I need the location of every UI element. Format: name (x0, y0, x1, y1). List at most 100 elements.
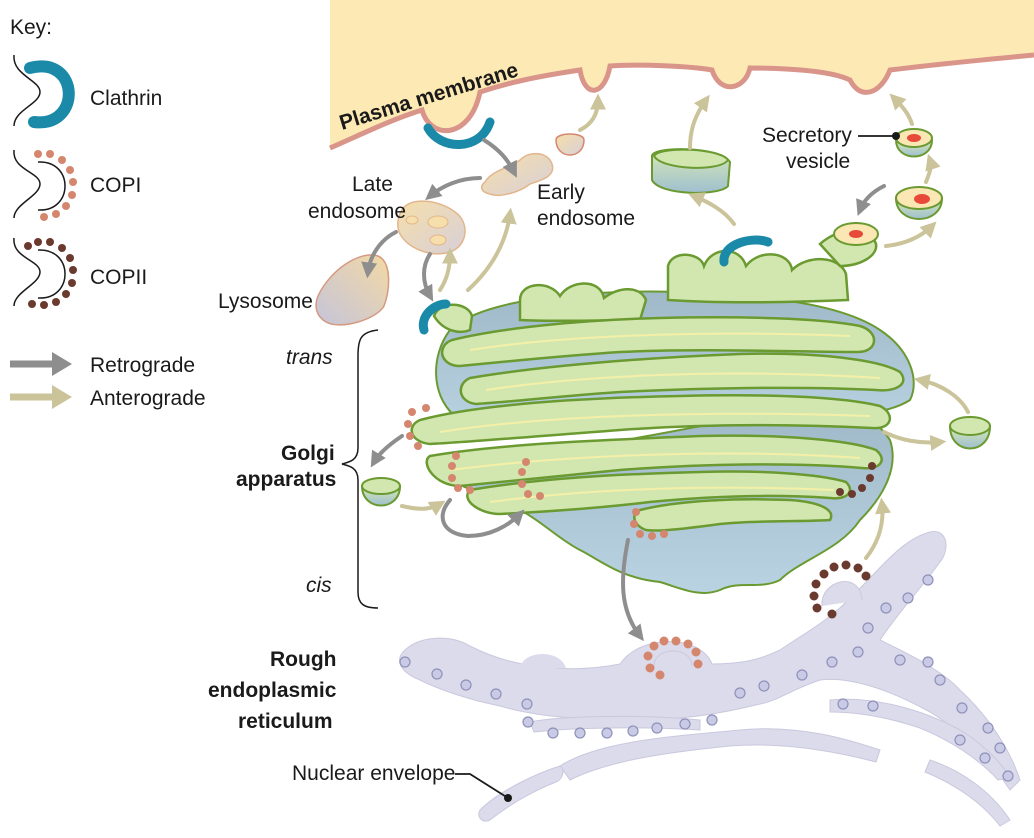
rer-label-line2: endoplasmic (208, 679, 337, 702)
er-lower-cisterna (559, 728, 881, 781)
anterograde-arrow (889, 93, 914, 126)
key-title: Key: (10, 16, 52, 39)
golgi-cisternae (410, 316, 905, 532)
anterograde-arrow (913, 374, 970, 414)
late-endosome-label-line1: Late (352, 173, 393, 196)
er-bulge (520, 653, 566, 670)
key-copii: COPII (13, 237, 147, 309)
golgi-copi-coats (404, 404, 668, 540)
rer-label-line1: Rough (270, 648, 336, 671)
secretory-granule-budding (833, 222, 879, 246)
retrograde-arrow (370, 434, 404, 468)
copi-bud-membrane (653, 650, 693, 667)
rer-label-line3: reticulum (238, 710, 333, 733)
anterograde-arrow (688, 192, 736, 226)
copi-coat-dots (643, 636, 703, 680)
key-copi-coat (34, 150, 77, 221)
copii-coat-dots (809, 560, 871, 619)
key-copi-membrane (13, 149, 41, 219)
copi-fusing-er (643, 636, 703, 680)
vesicle-left (360, 477, 402, 507)
key-copii-membrane (13, 237, 41, 307)
retrograde-arrow (856, 184, 886, 216)
lysosome-label: Lysosome (218, 290, 313, 313)
retrograde-arrow (482, 138, 517, 178)
cargo (914, 194, 930, 204)
anterograde-arrow (466, 207, 517, 292)
late-endosome-internal-vesicle (429, 234, 447, 246)
copii-bud-er (809, 560, 871, 619)
clathrin-coat-golgi-top (719, 235, 773, 267)
key-anterograde-head (52, 385, 72, 409)
nuclear-envelope-shape (478, 765, 564, 822)
golgi-brace (341, 329, 379, 609)
cargo (907, 134, 921, 142)
key-anterograde: Anterograde (10, 385, 206, 410)
anterograde-arrow (688, 94, 710, 150)
late-endosome-label-line2: endosome (308, 200, 406, 223)
late-endosome (397, 200, 466, 255)
key-retrograde-label: Retrograde (90, 354, 195, 377)
late-endosome-internal-vesicle (405, 215, 419, 225)
key-legend: Key: Clathrin COPI CO (10, 16, 206, 410)
retrograde-arrow (418, 252, 434, 302)
secretory-vesicle-label-line2: vesicle (786, 150, 850, 173)
key-clathrin-membrane (13, 54, 41, 127)
endocytic-vesicle (555, 133, 585, 156)
trans-label: trans (286, 346, 333, 369)
transport-arrows (361, 93, 970, 642)
nuclear-envelope-label: Nuclear envelope (292, 762, 455, 785)
anterograde-arrow (400, 500, 446, 516)
key-anterograde-label: Anterograde (90, 387, 206, 410)
anterograde-arrow (578, 93, 606, 132)
cisterna-medial-1 (410, 394, 892, 446)
clathrin-coat-pit (423, 117, 495, 149)
anterograde-arrow (864, 497, 892, 560)
clathrin-coat-golgi-left (418, 299, 451, 335)
secretory-vesicle-leader-dot (892, 132, 900, 140)
early-endosome-label-line2: endosome (537, 207, 635, 230)
golgi-label-line2: apparatus (236, 468, 336, 491)
er-right-lower-cisterna (924, 759, 1011, 827)
plasma-membrane-edge (329, 52, 1034, 151)
key-retrograde: Retrograde (10, 352, 195, 377)
vesicle-right (948, 416, 992, 450)
key-clathrin: Clathrin (13, 54, 162, 129)
cisterna-cis-2 (633, 498, 833, 532)
secretory-vesicle-2 (894, 186, 944, 220)
cis-label: cis (306, 574, 332, 597)
early-endosome-label-line1: Early (537, 181, 585, 204)
cisterna-trans-1 (440, 316, 876, 368)
cargo (849, 230, 863, 238)
key-retrograde-head (52, 352, 72, 376)
cisterna-medial-2 (425, 434, 883, 488)
anterograde-arrow (882, 430, 947, 451)
key-copii-bud (37, 249, 66, 299)
golgi-copii-coat (836, 462, 876, 498)
golgi-label-line1: Golgi (281, 442, 335, 465)
nuclear-envelope-leader-dot (504, 794, 512, 802)
nuclear-envelope-leader (455, 773, 509, 799)
retrograde-arrow (361, 230, 398, 279)
key-copi: COPI (13, 149, 141, 221)
key-copi-bud (37, 161, 66, 211)
anterograde-arrow (438, 247, 458, 292)
rough-endoplasmic-reticulum: Rough endoplasmic reticulum Nuclear enve… (208, 531, 1021, 827)
retrograde-arrow (621, 538, 644, 642)
lysosome (315, 254, 390, 326)
retrograde-arrow (425, 176, 482, 201)
secretory-vesicle-1 (894, 128, 934, 158)
anterograde-arrow (924, 153, 941, 184)
ribosomes (399, 574, 1014, 782)
vesicle-tubular-top (651, 148, 732, 194)
plasma-membrane: Plasma membrane (329, 0, 1034, 151)
secretory-vesicle-label-line1: Secretory (762, 124, 852, 147)
key-clathrin-coat (24, 60, 75, 129)
transport-vesicles: Secretory vesicle (360, 124, 992, 507)
endosomal-system: Late endosome Early endosome Lysosome (218, 133, 635, 326)
cisterna-trans-2 (459, 352, 905, 406)
key-copi-label: COPI (90, 174, 141, 197)
key-copii-coat (24, 238, 77, 309)
